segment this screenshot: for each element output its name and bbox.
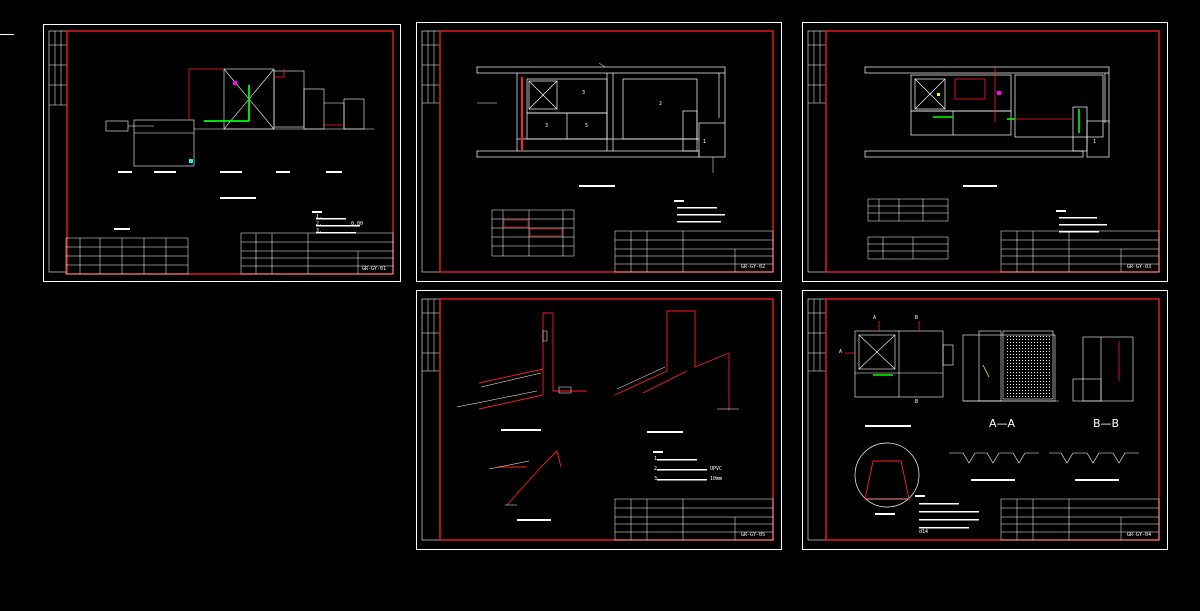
section-mark-b-2: B bbox=[915, 399, 919, 405]
section-a-title: A—A bbox=[989, 417, 1016, 430]
sheet-2-dim-mark: 1 bbox=[703, 139, 707, 145]
sheet-1-drawing-no: GR-GY-01 bbox=[362, 266, 387, 272]
sheet-4-note-2-tail: UPVC bbox=[710, 466, 723, 472]
drawing-sheet-3[interactable]: 1 GR-GY-03 bbox=[802, 22, 1168, 282]
sheet-4-note-2: 2. bbox=[654, 466, 661, 472]
sheet-2-drawing-no: GR-GY-02 bbox=[741, 264, 766, 270]
sheet-5-note-4-tail: d14 bbox=[919, 529, 929, 535]
sheet-1-note-1: 1. bbox=[316, 214, 323, 220]
sheet-3-drawing-no: GR-GY-03 bbox=[1127, 264, 1152, 270]
crosshair-mark bbox=[0, 34, 14, 35]
drawing-sheet-2[interactable]: 3 3 5 2 1 GR-GY-02 bbox=[416, 22, 782, 282]
sheet-4-note-3-tail: 10mm bbox=[710, 476, 723, 482]
sheet-5-drawing bbox=[807, 298, 1160, 541]
sheet-4-drawing bbox=[421, 298, 774, 541]
sheet-1-note-3: 3. bbox=[316, 228, 323, 234]
drawing-sheet-4[interactable]: 1. 2. 3. UPVC 10mm GR-GY-05 bbox=[416, 290, 782, 550]
room-label-d: 2 bbox=[659, 101, 663, 107]
section-b-title: B—B bbox=[1093, 417, 1120, 430]
sheet-4-drawing-no: GR-GY-05 bbox=[741, 532, 766, 538]
room-label-b: 3 bbox=[545, 123, 549, 129]
room-label-a: 3 bbox=[582, 90, 586, 96]
room-label-c: 5 bbox=[585, 123, 589, 129]
sheet-2-drawing bbox=[421, 30, 774, 273]
sheet-1-drawing bbox=[48, 30, 394, 275]
drawing-sheet-5[interactable]: A—A B—B A A B B d14 GR-GY-04 bbox=[802, 290, 1168, 550]
section-mark-a-2: A bbox=[839, 349, 843, 355]
sheet-3-dim-mark: 1 bbox=[1093, 139, 1097, 145]
sheet-1-note-2: 2. bbox=[316, 221, 323, 227]
drawing-sheet-1[interactable]: 1. 2. 3. 0.00 GR-GY-01 bbox=[43, 24, 401, 282]
sheet-3-drawing bbox=[807, 30, 1160, 273]
sheet-5-drawing-no: GR-GY-04 bbox=[1127, 532, 1152, 538]
section-mark-a-1: A bbox=[873, 315, 877, 321]
section-mark-b-1: B bbox=[915, 315, 919, 321]
sheet-1-note-tail: 0.00 bbox=[351, 221, 364, 227]
sheet-4-note-3: 3. bbox=[654, 476, 661, 482]
sheet-4-note-1: 1. bbox=[654, 456, 661, 462]
